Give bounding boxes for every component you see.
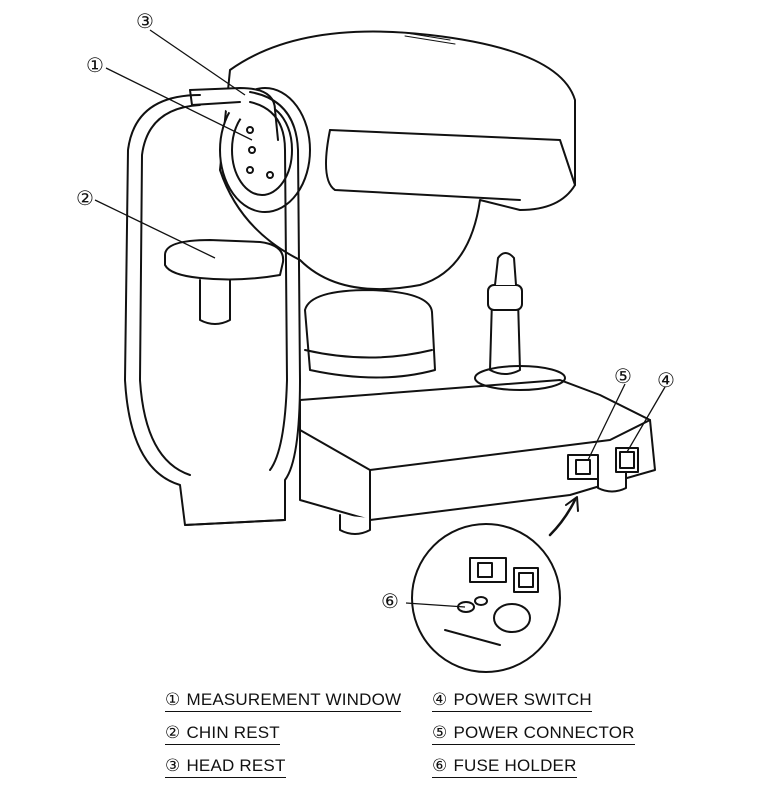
legend-item-fuse-holder: ⑥ FUSE HOLDER bbox=[432, 756, 577, 778]
legend-item-measurement-window: ① MEASUREMENT WINDOW bbox=[165, 690, 402, 712]
legend: ① MEASUREMENT WINDOW ② CHIN REST ③ HEAD RES… bbox=[0, 680, 765, 791]
callout-1: ① bbox=[86, 53, 104, 77]
foot bbox=[597, 472, 627, 493]
legend-item-power-switch: ④ POWER SWITCH bbox=[432, 690, 592, 712]
chin-rest bbox=[164, 239, 285, 281]
callout-3: ③ bbox=[136, 9, 154, 33]
foot bbox=[339, 514, 371, 535]
power-switch bbox=[615, 447, 639, 473]
callout-5: ⑤ bbox=[614, 364, 632, 388]
legend-number: ⑤ bbox=[432, 723, 448, 743]
callout-4: ④ bbox=[657, 368, 675, 392]
legend-label: POWER SWITCH bbox=[453, 690, 592, 709]
legend-number: ② bbox=[165, 723, 181, 743]
callout-2: ② bbox=[76, 186, 94, 210]
legend-label: FUSE HOLDER bbox=[453, 756, 577, 775]
legend-item-power-connector: ⑤ POWER CONNECTOR bbox=[432, 723, 635, 745]
legend-label: HEAD REST bbox=[186, 756, 286, 775]
legend-item-head-rest: ③ HEAD REST bbox=[165, 756, 286, 778]
callout-6: ⑥ bbox=[381, 589, 399, 613]
legend-number: ⑥ bbox=[432, 756, 448, 776]
legend-label: POWER CONNECTOR bbox=[453, 723, 635, 742]
legend-number: ④ bbox=[432, 690, 448, 710]
legend-number: ③ bbox=[165, 756, 181, 776]
legend-label: MEASUREMENT WINDOW bbox=[186, 690, 402, 709]
head-rest bbox=[189, 87, 279, 141]
device-illustration: ① ② ③ ④ ⑤ ⑥ bbox=[76, 9, 675, 673]
device-base bbox=[299, 379, 656, 521]
power-connector bbox=[567, 454, 599, 480]
device-column bbox=[304, 289, 436, 379]
legend-item-chin-rest: ② CHIN REST bbox=[165, 723, 280, 745]
head-frame bbox=[124, 91, 301, 526]
arrow bbox=[548, 498, 577, 537]
legend-number: ① bbox=[165, 690, 181, 710]
legend-label: CHIN REST bbox=[186, 723, 280, 742]
joystick bbox=[489, 299, 521, 375]
